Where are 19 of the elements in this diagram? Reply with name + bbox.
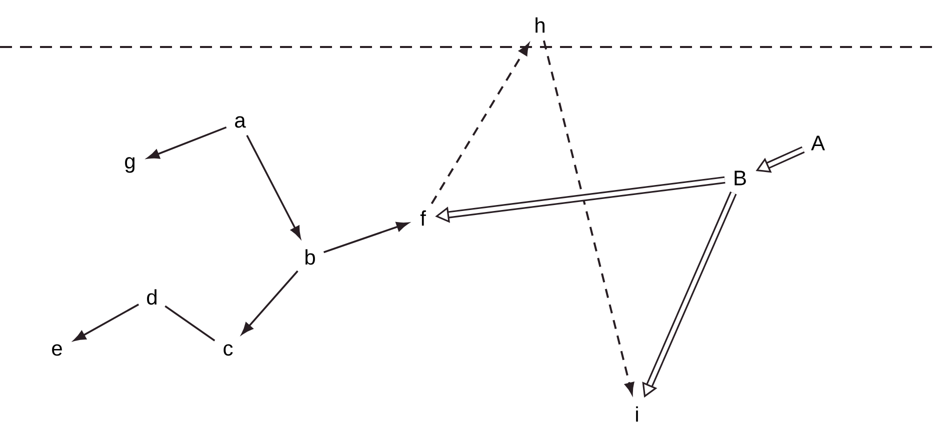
arrow <box>246 134 301 238</box>
node-label: e <box>52 344 62 356</box>
node-label: g <box>125 157 134 173</box>
node-label: A <box>811 136 825 150</box>
node-label: d <box>147 289 156 305</box>
node-label: h <box>536 17 544 33</box>
node-label: B <box>734 170 746 186</box>
dashed-arrow <box>542 40 634 394</box>
arrow <box>147 126 227 159</box>
arrow <box>323 222 409 254</box>
arrow <box>241 270 298 335</box>
arrow <box>74 304 140 342</box>
node-label: i <box>636 406 638 422</box>
line <box>164 305 216 342</box>
node-label: f <box>420 210 426 226</box>
dashed-arrow <box>430 44 530 204</box>
node-label: a <box>235 116 246 128</box>
node-label: c <box>224 344 233 356</box>
node-label: b <box>306 249 315 265</box>
